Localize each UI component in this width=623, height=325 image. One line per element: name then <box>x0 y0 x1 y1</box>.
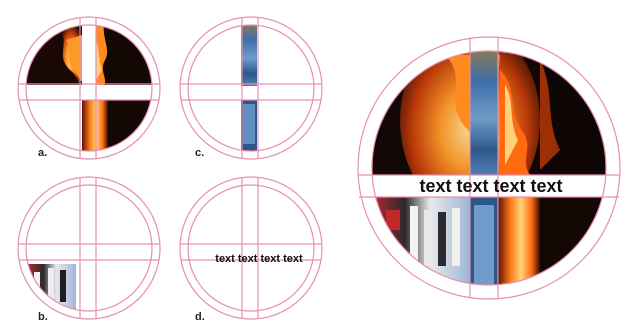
panel-c-denim-image <box>241 24 257 152</box>
panel-label-c: c. <box>195 147 204 159</box>
panel-b-crowd-image <box>26 264 76 312</box>
panel-b-outer-ring <box>18 177 160 319</box>
panel-label-a: a. <box>38 147 47 159</box>
composite-image <box>370 25 610 292</box>
composite-band-text: text text text text <box>419 176 562 196</box>
composite-panel <box>370 25 610 292</box>
panel-label-b: b. <box>38 311 48 323</box>
panel-d-inner-ring <box>188 185 314 311</box>
panel-d-band-text: text text text text <box>215 253 303 265</box>
panel-label-d: d. <box>195 311 205 323</box>
panel-b <box>26 264 76 312</box>
panel-c <box>241 24 257 152</box>
panel-d-outer-ring <box>180 177 322 319</box>
